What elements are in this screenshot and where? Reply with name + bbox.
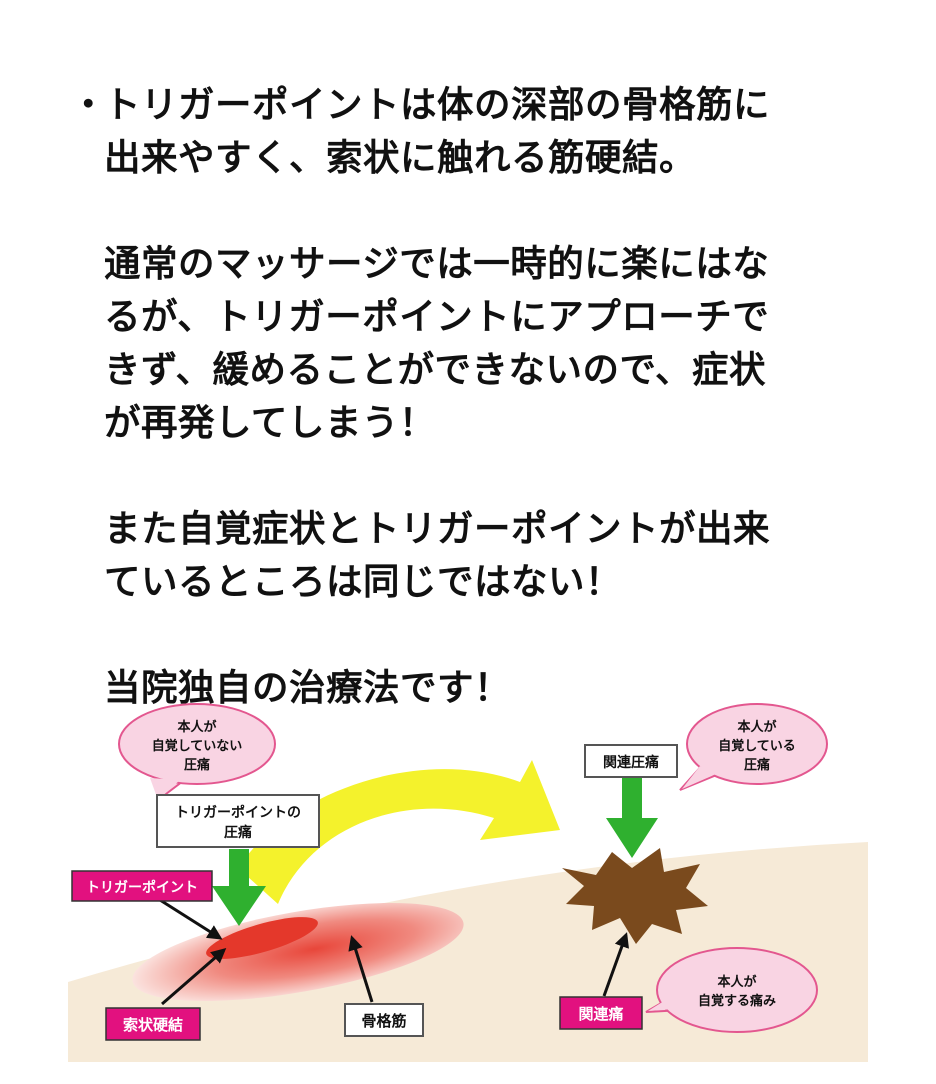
- pain-burst-icon: [562, 848, 708, 944]
- taut-band-label: 索状硬結: [123, 1016, 183, 1034]
- pointer-arrow-skeletal-muscle: [348, 935, 374, 1003]
- paragraph-1: ・ トリガーポイントは体の深部の骨格筋に 出来やすく、索状に触れる筋硬結。: [70, 78, 890, 184]
- green-arrow-right: [606, 778, 658, 858]
- bubble-right-top: 本人が 自覚している 圧痛: [679, 703, 828, 791]
- paragraph-2-line: るが、トリガーポイントにアプローチで: [104, 295, 770, 338]
- taut-band-tag: 索状硬結: [105, 1007, 201, 1041]
- taut-band-shape: [206, 917, 318, 959]
- skeletal-muscle-label: 骨格筋: [361, 1012, 406, 1030]
- trigger-tenderness-line: 圧痛: [224, 824, 252, 841]
- skeletal-muscle-shape: [132, 902, 464, 1002]
- paragraph-3-line: また自覚症状とトリガーポイントが出来: [104, 507, 770, 550]
- bubble-left-line: 自覚していない: [152, 738, 243, 754]
- bubble-right-top-line: 本人が: [737, 719, 776, 735]
- paragraph-2-line: が再発してしまう！: [104, 401, 436, 444]
- referred-tenderness-box: 関連圧痛: [584, 744, 678, 778]
- paragraph-1-line: トリガーポイントは体の深部の骨格筋に: [104, 83, 770, 126]
- bubble-left-line: 本人が: [177, 719, 216, 735]
- paragraph-2-line: きず、緩めることができないので、症状: [104, 348, 766, 391]
- trigger-point-tag: トリガーポイント: [71, 870, 213, 902]
- pointer-arrow-trigger-point: [159, 898, 223, 940]
- explanation-text: ・ トリガーポイントは体の深部の骨格筋に 出来やすく、索状に触れる筋硬結。 通常…: [70, 78, 890, 714]
- pointer-arrow-taut-band: [161, 948, 227, 1006]
- bullet: ・: [70, 83, 107, 126]
- paragraph-3-line: ているところは同じではない！: [104, 560, 622, 603]
- referred-pain-tag: 関連痛: [559, 996, 643, 1030]
- paragraph-2-line: 通常のマッサージでは一時的に楽にはな: [104, 242, 770, 285]
- trigger-point-label: トリガーポイント: [86, 879, 198, 896]
- trigger-tenderness-line: トリガーポイントの: [175, 804, 301, 821]
- skeletal-muscle-box: 骨格筋: [344, 1003, 424, 1037]
- paragraph-1-line: 出来やすく、索状に触れる筋硬結。: [104, 136, 696, 179]
- bubble-left-line: 圧痛: [184, 757, 210, 773]
- referred-pain-label: 関連痛: [578, 1005, 623, 1023]
- bubble-right-bottom: 本人が 自覚する痛み: [645, 947, 818, 1033]
- paragraph-4: 当院独自の治療法です！: [70, 661, 890, 714]
- bubble-right-bottom-line: 本人が: [717, 974, 756, 990]
- referred-tenderness-label: 関連圧痛: [603, 754, 659, 771]
- big-yellow-arrow: [238, 760, 560, 904]
- trigger-tenderness-box: トリガーポイントの 圧痛: [156, 794, 320, 848]
- bubble-right-top-line: 自覚している: [718, 738, 796, 754]
- pointer-arrow-referred-pain: [602, 932, 629, 997]
- bubble-left: 本人が 自覚していない 圧痛: [118, 703, 276, 803]
- bubble-right-top-line: 圧痛: [744, 757, 770, 773]
- paragraph-3: また自覚症状とトリガーポイントが出来 ているところは同じではない！: [70, 502, 890, 608]
- green-arrow-left: [212, 849, 266, 926]
- paragraph-2: 通常のマッサージでは一時的に楽にはな るが、トリガーポイントにアプローチで きず…: [70, 237, 890, 449]
- paragraph-4-line: 当院独自の治療法です！: [104, 666, 511, 709]
- bubble-right-bottom-line: 自覚する痛み: [698, 993, 776, 1009]
